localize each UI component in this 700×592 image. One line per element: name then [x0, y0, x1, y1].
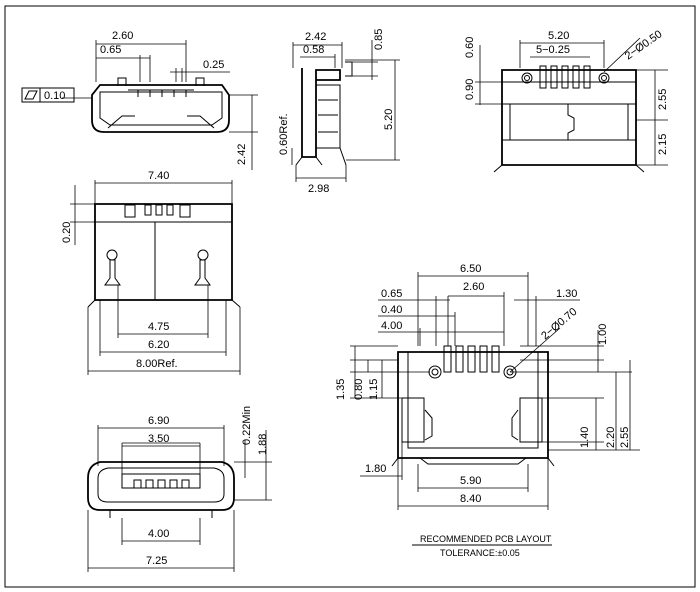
dim-top-6-20: 6.20: [148, 339, 169, 351]
dim-top-8-00ref: 8.00Ref.: [136, 358, 178, 370]
dim-front-0-65: 0.65: [100, 44, 121, 56]
dim-rear-0-90: 0.90: [464, 79, 476, 100]
dim-front-2-42: 2.42: [236, 144, 248, 165]
dim-side-0-60ref: 0.60Ref.: [278, 113, 290, 155]
dim-pcb-0-80: 0.80: [353, 379, 365, 400]
dim-top-7-40: 7.40: [148, 170, 169, 182]
pcb-layout: 6.50 0.65 2.60 1.30 0.40 4.00 2−Ø0.70 1.…: [335, 263, 640, 558]
dim-pcb-1-40: 1.40: [579, 427, 591, 448]
pcb-tolerance: TOLERANCE:±0.05: [440, 548, 520, 558]
flatness-icon: [24, 90, 38, 100]
dim-rear-2-d050: 2−Ø0.50: [623, 28, 665, 62]
dim-rear-2-55: 2.55: [657, 89, 669, 110]
rear-view: 5.20 5−0.25 2−Ø0.50 0.60 0.90 2.55 2.15: [464, 28, 669, 173]
dim-pcb-1-15: 1.15: [368, 379, 380, 400]
dim-rear-5-20: 5.20: [548, 30, 569, 42]
dim-front-0-25: 0.25: [203, 59, 224, 71]
dim-fb-0-22min: 0.22Min: [241, 406, 253, 445]
dim-fb-6-90: 6.90: [148, 415, 169, 427]
dim-pcb-4-00: 4.00: [381, 320, 402, 332]
dim-pcb-1-30: 1.30: [556, 288, 577, 300]
dim-side-0-85: 0.85: [373, 29, 385, 50]
dim-pcb-6-50: 6.50: [460, 263, 481, 275]
dim-front-2-60: 2.60: [112, 30, 133, 42]
dim-pcb-2-55: 2.55: [619, 427, 631, 448]
front-view-top: 2.60 0.65 0.25 2.42: [62, 30, 258, 170]
sheet-border: [4, 5, 696, 588]
dim-side-0-58: 0.58: [303, 44, 324, 56]
dim-pcb-0-40: 0.40: [381, 304, 402, 316]
dim-pcb-1-00: 1.00: [597, 324, 609, 345]
dim-pcb-2-d070: 2−Ø0.70: [539, 306, 579, 343]
dim-fb-1-88: 1.88: [257, 434, 269, 455]
dim-top-0-20: 0.20: [61, 222, 73, 243]
top-view: 7.40 0.20 4.75 6.20 8.00Ref.: [61, 170, 241, 375]
dim-rear-5-025: 5−0.25: [536, 44, 570, 56]
pcb-caption: RECOMMENDED PCB LAYOUT: [420, 534, 552, 544]
dim-side-2-98: 2.98: [308, 183, 329, 195]
dim-side-5-20: 5.20: [383, 109, 395, 130]
dim-pcb-2-60: 2.60: [463, 281, 484, 293]
dim-fb-4-00: 4.00: [148, 528, 169, 540]
dim-rear-0-60: 0.60: [464, 37, 476, 58]
dim-pcb-5-90: 5.90: [460, 475, 481, 487]
flatness-value: 0.10: [44, 90, 65, 102]
dim-top-4-75: 4.75: [148, 321, 169, 333]
dim-pcb-0-65: 0.65: [381, 288, 402, 300]
dim-pcb-1-35: 1.35: [335, 379, 347, 400]
dim-rear-2-15: 2.15: [657, 134, 669, 155]
dim-side-2-42: 2.42: [305, 31, 326, 43]
dim-fb-7-25: 7.25: [146, 555, 167, 567]
front-view-bottom: 6.90 3.50 0.22Min 1.88 4.00 7.25: [87, 406, 272, 572]
dim-pcb-1-80: 1.80: [365, 463, 386, 475]
dim-pcb-8-40: 8.40: [460, 493, 481, 505]
dim-pcb-2-20: 2.20: [605, 427, 617, 448]
flatness-callout: 0.10: [21, 87, 75, 103]
side-view: 2.42 0.58 0.85 5.20 0.60Ref. 2.98: [278, 29, 400, 195]
dim-fb-3-50: 3.50: [148, 433, 169, 445]
